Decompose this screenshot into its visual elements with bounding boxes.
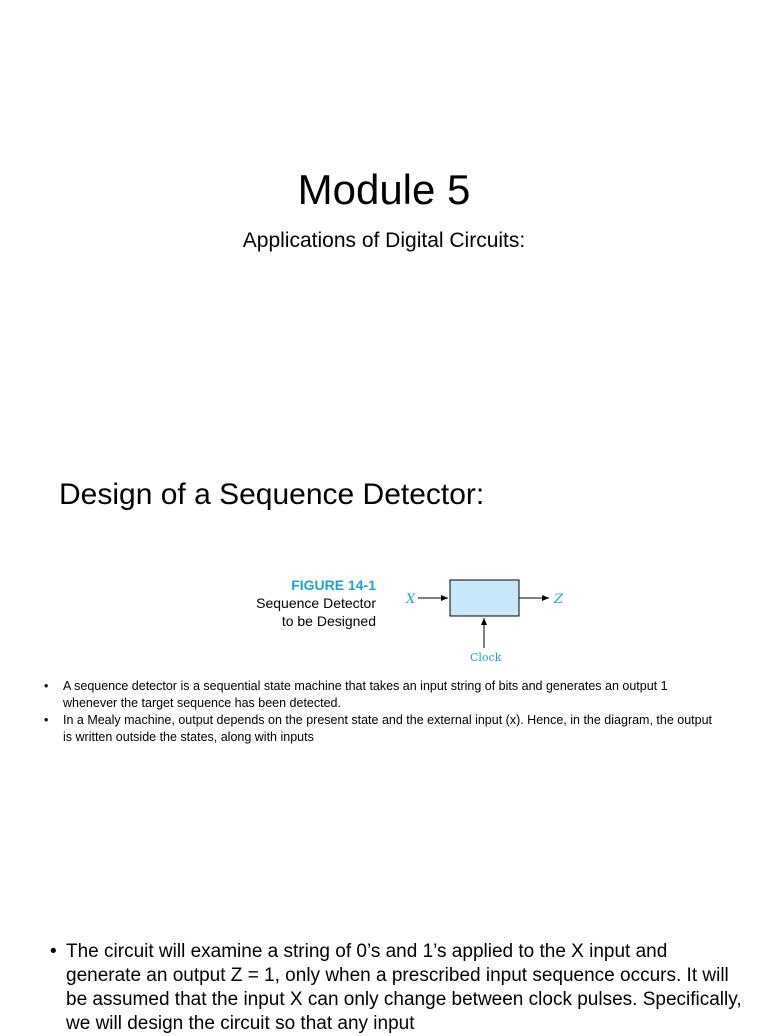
figure-caption-line-1: Sequence Detector <box>256 595 376 611</box>
figure-caption: FIGURE 14-1 Sequence Detector to be Desi… <box>200 576 376 630</box>
figure-caption-line-2: to be Designed <box>281 613 376 629</box>
clock-label: Clock <box>470 651 502 664</box>
bullet-dot: • <box>50 941 57 962</box>
figure-label: FIGURE 14-1 <box>291 577 376 593</box>
sequence-detector-bullets: • A sequence detector is a sequential sta… <box>40 678 720 746</box>
bullet-dot: • <box>44 679 49 693</box>
list-item: • A sequence detector is a sequential sta… <box>40 678 720 712</box>
detector-box <box>449 579 520 617</box>
input-x-label: X <box>405 592 416 607</box>
page-title: Module 5 <box>297 166 471 213</box>
bullet-text: In a Mealy machine, output depends on th… <box>63 713 713 744</box>
bullet-dot: • <box>44 713 49 727</box>
output-z-label: Z <box>553 592 564 607</box>
page-subtitle: Applications of Digital Circuits: <box>242 229 526 252</box>
list-item: • The circuit will examine a string of 0’… <box>46 940 746 1036</box>
sequence-detector-diagram: X Z Clock <box>405 579 564 664</box>
list-item: • In a Mealy machine, output depends on … <box>40 712 720 746</box>
section-heading: Design of a Sequence Detector: <box>59 478 485 511</box>
bullet-text: A sequence detector is a sequential stat… <box>63 679 668 710</box>
circuit-description-bullets: • The circuit will examine a string of 0’… <box>46 940 746 1036</box>
bullet-text: The circuit will examine a string of 0’s… <box>66 941 742 1034</box>
